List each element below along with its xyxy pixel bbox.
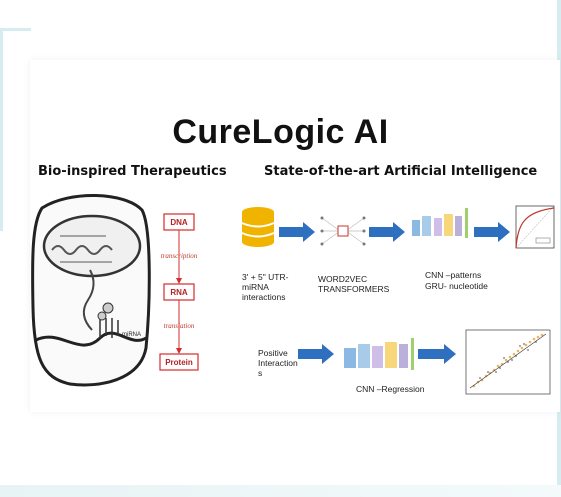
arrow-right-icon (298, 344, 334, 364)
mirna-label: miRNA (122, 332, 141, 338)
protein-label: Protein (165, 358, 193, 367)
input-data-label: 3' + 5" UTR-miRNA interactions (242, 272, 289, 302)
dna-label: DNA (170, 218, 188, 227)
left-heading: Bio-inspired Therapeutics (38, 164, 227, 179)
embedding-label: WORD2VEC TRANSFORMERS (318, 274, 390, 294)
regression-scatter-icon (465, 329, 551, 395)
decorative-frame-corner (0, 28, 31, 231)
arrow-right-icon (474, 222, 510, 242)
cnn-architecture-icon (412, 208, 468, 238)
embedding-network-icon (320, 216, 366, 246)
roc-curve-chart-icon (515, 205, 555, 249)
arrow-right-icon (418, 344, 456, 364)
right-heading: State-of-the-art Artificial Intelligence (264, 164, 538, 179)
positive-interactions-label: Positive Interaction s (258, 348, 298, 378)
arrow-right-icon (369, 222, 405, 242)
gru-nucleotide-label: GRU- nucleotide (425, 281, 488, 291)
translation-label: translation (164, 322, 195, 330)
decorative-frame-bottom (0, 485, 561, 497)
cell-illustration: miRNA (31, 193, 151, 387)
cnn-regression-icon (344, 338, 414, 370)
slide-title: CureLogic AI (172, 113, 389, 151)
cnn-patterns-label: CNN –patterns (425, 270, 482, 280)
transcription-label: transcription (161, 252, 198, 260)
rna-label: RNA (170, 288, 188, 297)
database-icon (241, 207, 275, 247)
arrow-right-icon (279, 222, 315, 242)
cnn-regression-label: CNN –Regression (356, 384, 425, 394)
central-dogma-diagram: DNA transcription RNA translation Protei… (159, 213, 199, 371)
